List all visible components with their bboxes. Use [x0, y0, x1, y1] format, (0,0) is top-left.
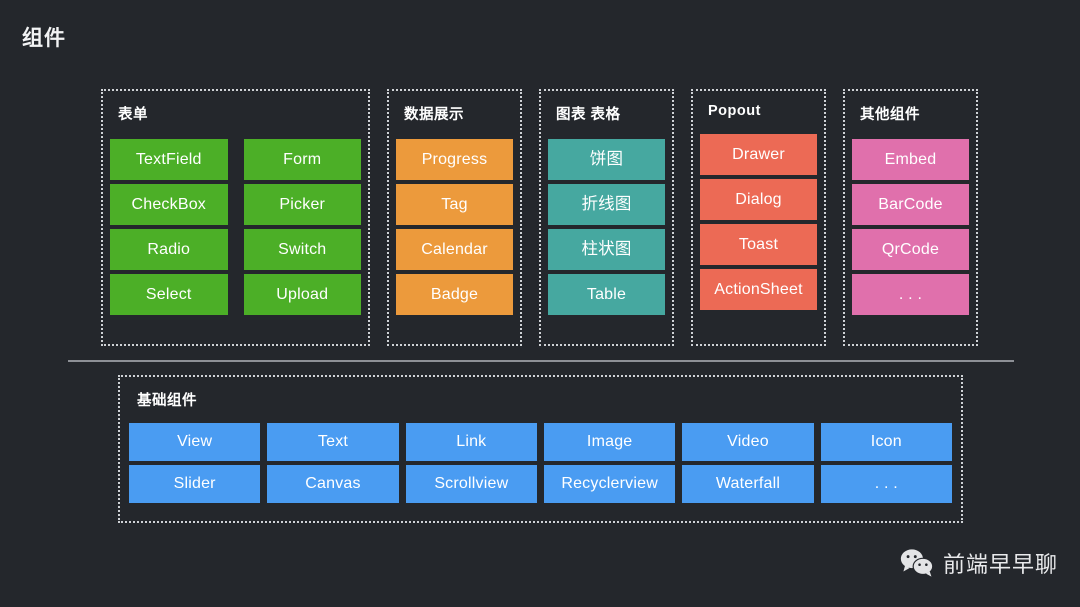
component-chip-progress[interactable]: Progress	[396, 139, 513, 180]
category-chip-grid: Progress Tag Calendar Badge	[396, 139, 513, 315]
component-chip-video[interactable]: Video	[682, 423, 814, 461]
component-chip-text[interactable]: Text	[267, 423, 399, 461]
component-chip-image[interactable]: Image	[543, 423, 676, 461]
component-chip-more[interactable]: . . .	[852, 274, 969, 315]
category-title: 图表 表格	[556, 107, 621, 123]
category-card-chart-table: 图表 表格 饼图 折线图 柱状图 Table	[539, 89, 674, 346]
category-title: 数据展示	[404, 107, 464, 123]
watermark: 前端早早聊	[900, 547, 1058, 579]
component-chip-picker[interactable]: Picker	[243, 184, 361, 225]
page-title: 组件	[22, 27, 66, 50]
category-card-data-display: 数据展示 Progress Tag Calendar Badge	[387, 89, 522, 346]
component-chip-switch[interactable]: Switch	[243, 229, 361, 270]
component-chip-tag[interactable]: Tag	[396, 184, 513, 225]
section-divider	[68, 360, 1014, 362]
component-chip-more[interactable]: . . .	[820, 465, 952, 503]
component-chip-radio[interactable]: Radio	[110, 229, 228, 270]
component-chip-scrollview[interactable]: Scrollview	[405, 465, 537, 503]
category-card-basic: 基础组件 View Text Link Image Video Icon Sli…	[118, 375, 963, 523]
component-chip-badge[interactable]: Badge	[396, 274, 513, 315]
category-title: 表单	[118, 107, 148, 123]
component-chip-textfield[interactable]: TextField	[110, 139, 228, 180]
component-chip-recyclerview[interactable]: Recyclerview	[543, 465, 676, 503]
component-chip-bar-chart[interactable]: 柱状图	[548, 229, 665, 270]
category-chip-grid: TextField Form CheckBox Picker Radio Swi…	[110, 139, 361, 315]
category-title: 其他组件	[860, 107, 920, 123]
component-chip-select[interactable]: Select	[110, 274, 228, 315]
component-chip-toast[interactable]: Toast	[700, 224, 817, 265]
category-card-form: 表单 TextField Form CheckBox Picker Radio …	[101, 89, 370, 346]
component-category-row: 表单 TextField Form CheckBox Picker Radio …	[101, 89, 986, 346]
component-chip-table[interactable]: Table	[548, 274, 665, 315]
wechat-icon	[900, 548, 934, 578]
category-chip-grid: Embed BarCode QrCode . . .	[852, 139, 969, 315]
component-chip-icon[interactable]: Icon	[820, 423, 952, 461]
category-title: Popout	[708, 103, 761, 119]
watermark-label: 前端早早聊	[942, 552, 1058, 577]
component-chip-qrcode[interactable]: QrCode	[852, 229, 969, 270]
component-chip-drawer[interactable]: Drawer	[700, 134, 817, 175]
component-chip-view[interactable]: View	[129, 423, 261, 461]
component-chip-calendar[interactable]: Calendar	[396, 229, 513, 270]
component-chip-dialog[interactable]: Dialog	[700, 179, 817, 220]
component-chip-barcode[interactable]: BarCode	[852, 184, 969, 225]
component-chip-canvas[interactable]: Canvas	[267, 465, 399, 503]
category-title: 基础组件	[137, 393, 197, 409]
component-chip-embed[interactable]: Embed	[852, 139, 969, 180]
component-chip-upload[interactable]: Upload	[243, 274, 361, 315]
component-chip-link[interactable]: Link	[405, 423, 537, 461]
category-chip-grid: 饼图 折线图 柱状图 Table	[548, 139, 665, 315]
category-card-popout: Popout Drawer Dialog Toast ActionSheet	[691, 89, 826, 346]
component-chip-slider[interactable]: Slider	[129, 465, 261, 503]
component-chip-line-chart[interactable]: 折线图	[548, 184, 665, 225]
component-chip-checkbox[interactable]: CheckBox	[110, 184, 228, 225]
category-card-other: 其他组件 Embed BarCode QrCode . . .	[843, 89, 978, 346]
component-chip-pie-chart[interactable]: 饼图	[548, 139, 665, 180]
category-chip-grid: Drawer Dialog Toast ActionSheet	[700, 134, 817, 310]
component-chip-form[interactable]: Form	[243, 139, 361, 180]
component-chip-actionsheet[interactable]: ActionSheet	[700, 269, 817, 310]
component-chip-waterfall[interactable]: Waterfall	[682, 465, 814, 503]
category-chip-grid: View Text Link Image Video Icon Slider C…	[129, 423, 952, 503]
